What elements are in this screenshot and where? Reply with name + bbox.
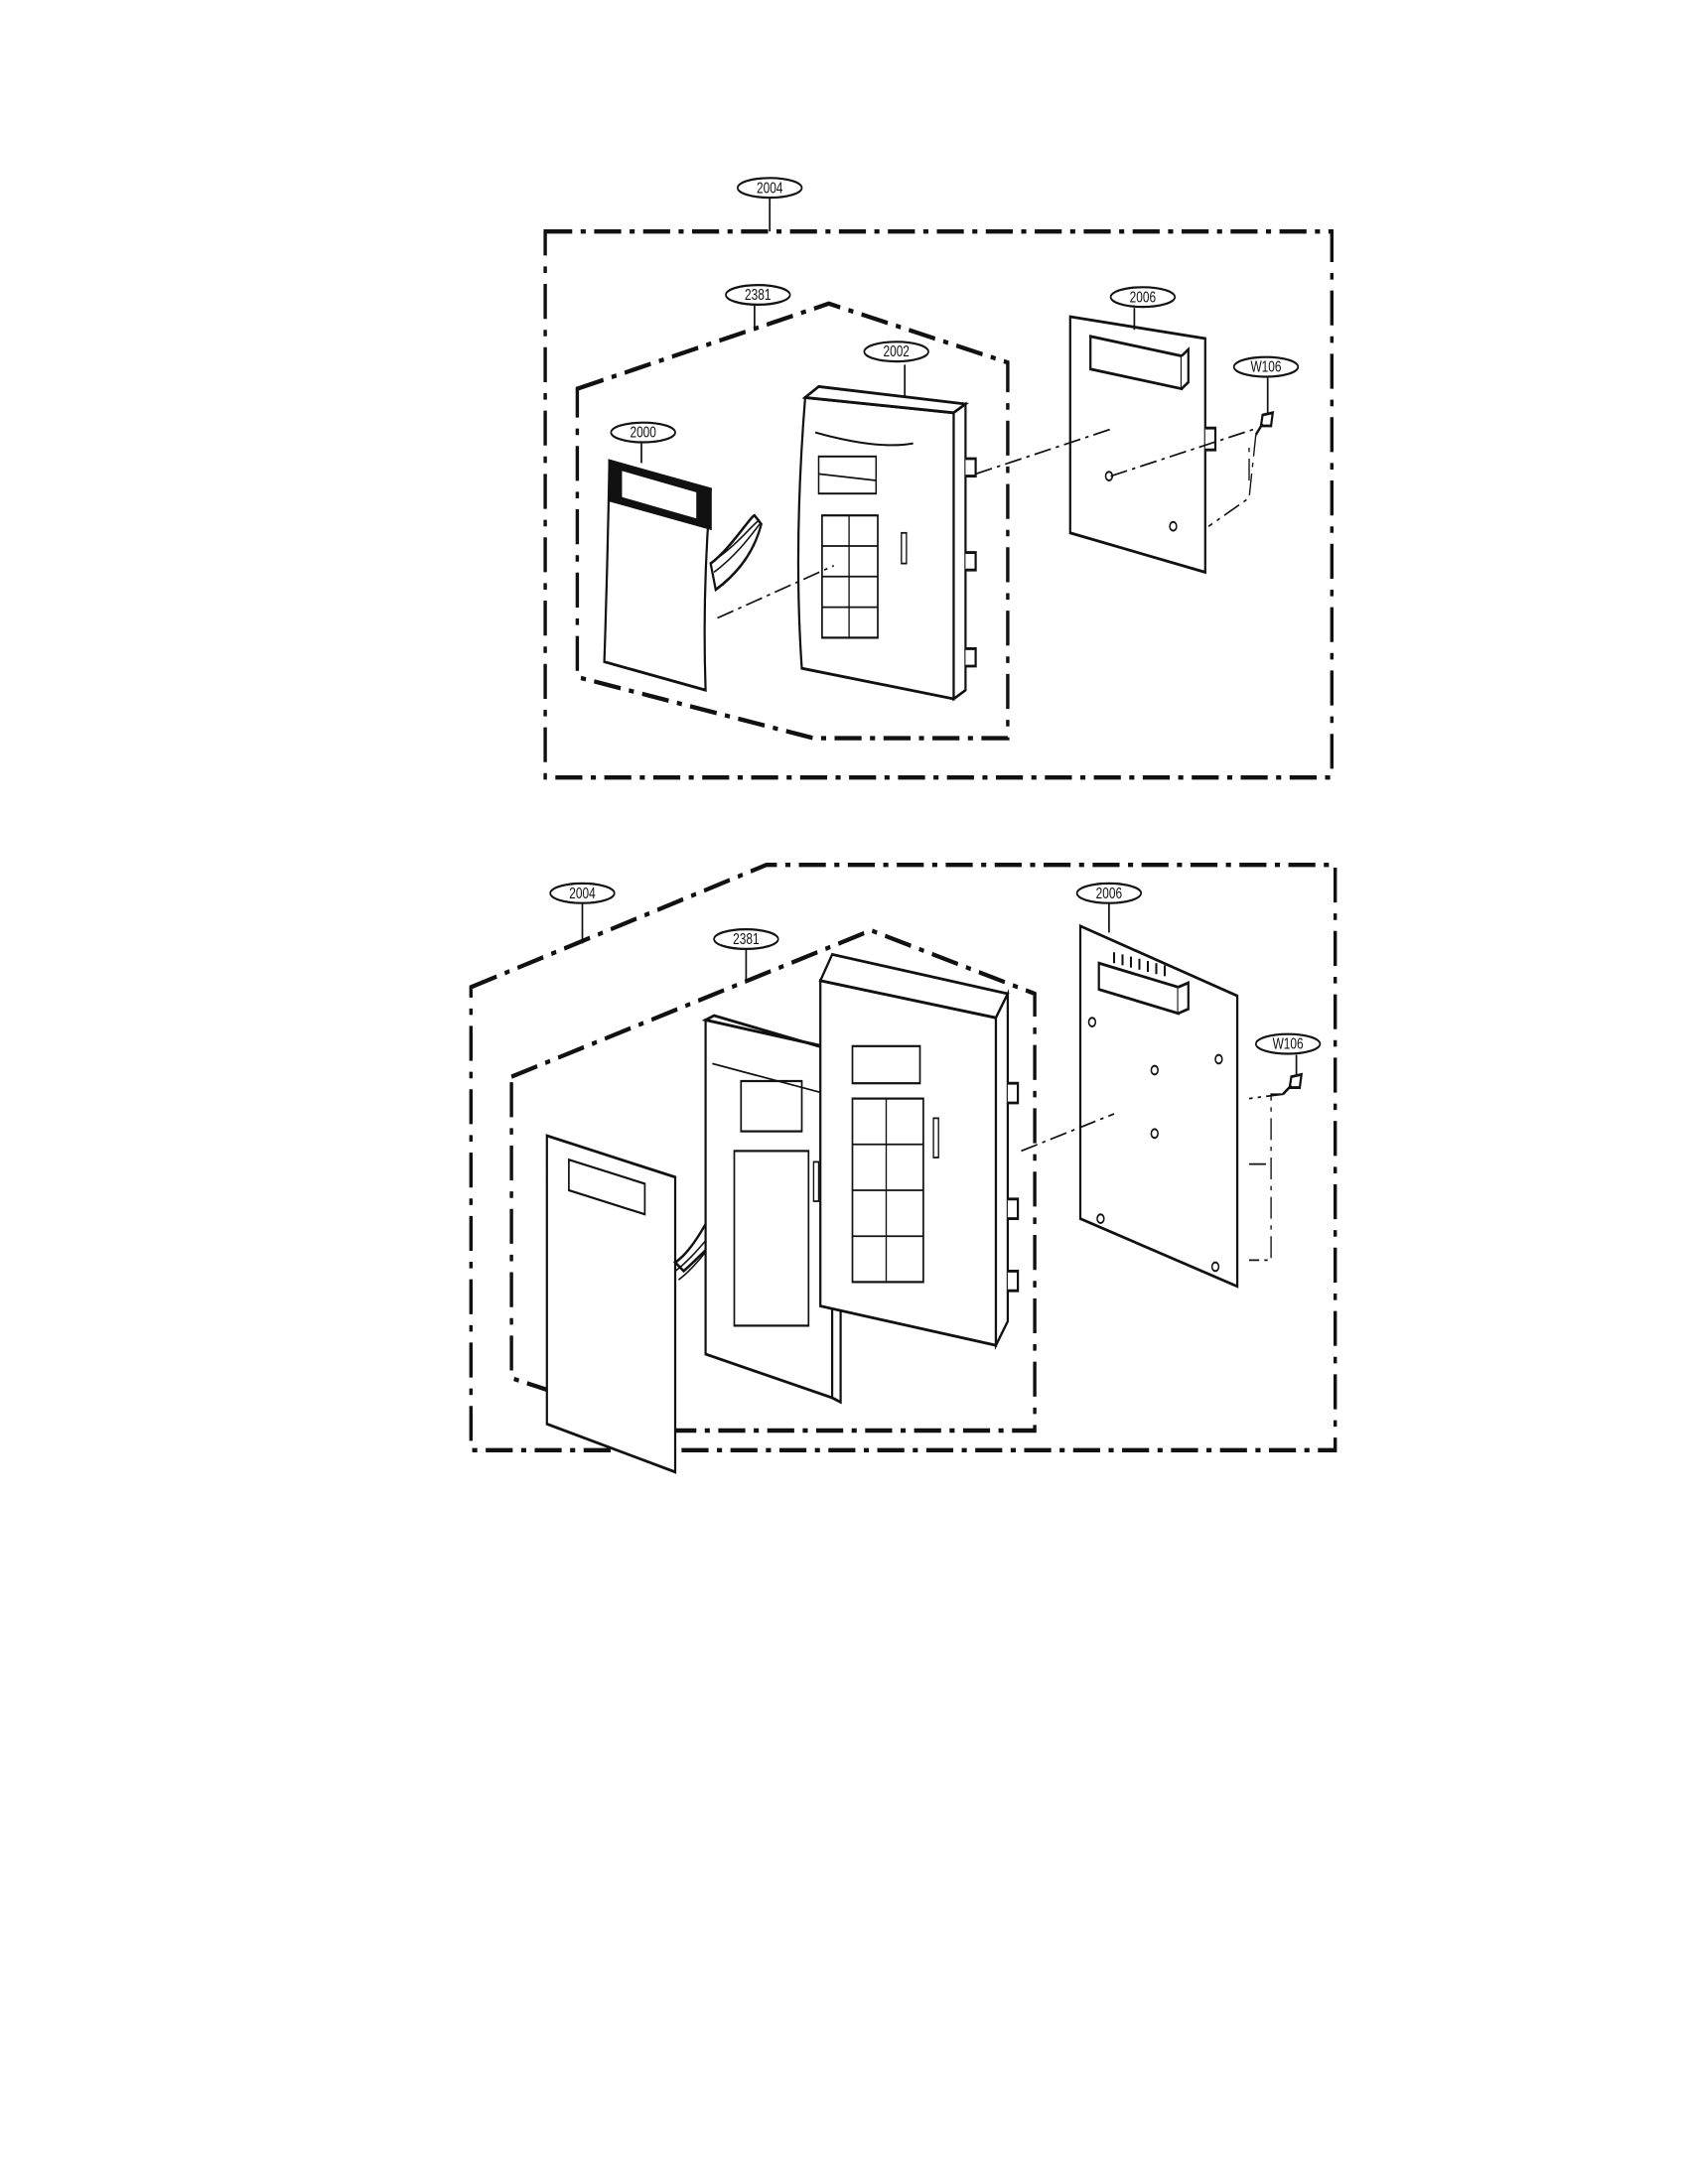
bottom-front-frame xyxy=(818,952,1020,1351)
bottom-assembly-lines xyxy=(1021,1093,1284,1262)
callout-2004-top-ellipse xyxy=(737,177,803,200)
top-diagram xyxy=(543,177,1334,780)
callout-2004-bottom: 2004 xyxy=(569,885,596,901)
top-screw xyxy=(1254,411,1275,436)
callout-2381-top-ellipse xyxy=(725,284,791,306)
top-assembly-boundary xyxy=(543,229,1334,780)
bottom-pcb xyxy=(1078,923,1239,1289)
callout-2004-top: 2004 xyxy=(757,180,783,197)
callout-2002-top: 2002 xyxy=(883,343,909,360)
callout-w106-top: W106 xyxy=(1250,358,1281,375)
callout-2006-bottom-ellipse xyxy=(1075,882,1143,904)
bottom-panel-assembly-boundary xyxy=(509,927,1037,1433)
top-panel-assembly-boundary xyxy=(575,301,1010,741)
callout-2381-bottom-ellipse xyxy=(713,928,779,951)
top-leader-lines xyxy=(640,197,1269,464)
bottom-callout-labels: 2004 2006 2381 W106 xyxy=(569,885,1304,1052)
top-callout-labels: 2004 2381 2006 2002 W106 2000 xyxy=(630,180,1281,441)
callout-2004-bottom-ellipse xyxy=(549,882,616,904)
callout-2006-top-ellipse xyxy=(1109,286,1177,309)
callout-2006-top: 2006 xyxy=(1130,289,1157,306)
callout-2002-top-ellipse xyxy=(863,341,929,363)
callout-w106-top-ellipse xyxy=(1232,355,1300,378)
callout-2000-top-ellipse xyxy=(610,421,676,444)
callout-w106-bottom-ellipse xyxy=(1254,1032,1322,1055)
callout-2000-top: 2000 xyxy=(630,424,656,441)
callout-2381-top: 2381 xyxy=(745,287,771,304)
top-membrane-switch xyxy=(603,459,763,692)
bottom-diagram xyxy=(469,863,1337,1474)
top-pcb xyxy=(1068,315,1217,575)
top-front-frame xyxy=(796,384,977,702)
bottom-screw xyxy=(1282,1072,1304,1096)
callout-w106-bottom: W106 xyxy=(1273,1035,1304,1052)
callout-2381-bottom: 2381 xyxy=(733,931,759,948)
bottom-leader-lines xyxy=(581,901,1298,1075)
callout-2006-bottom: 2006 xyxy=(1096,885,1123,901)
bottom-assembly-boundary xyxy=(469,863,1337,1453)
top-assembly-lines xyxy=(717,427,1258,619)
